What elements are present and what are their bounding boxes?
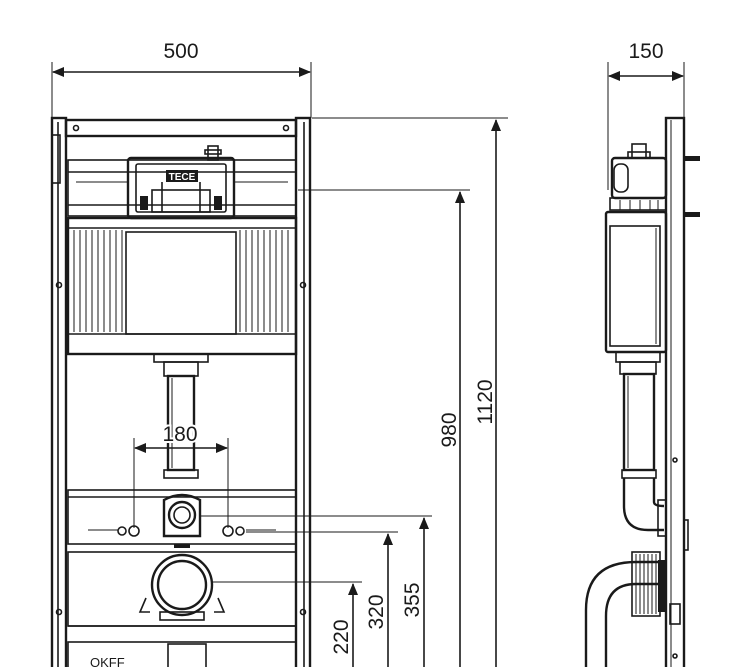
side-drain-bend bbox=[584, 551, 666, 667]
flush-actuator: TECE bbox=[126, 156, 236, 220]
width-dimension-label: 500 bbox=[163, 40, 198, 63]
height-dimension-980: 980 bbox=[438, 191, 465, 667]
width-dimension: 500 bbox=[51, 40, 312, 118]
frame bbox=[50, 116, 312, 672]
side-view: 150 bbox=[584, 40, 700, 672]
depth-dimension: 150 bbox=[607, 40, 685, 190]
cistern-body bbox=[66, 216, 298, 356]
side-cistern bbox=[604, 143, 668, 354]
brand-logo: TECE bbox=[169, 172, 196, 183]
front-view: 500 bbox=[50, 40, 508, 672]
extension-lines bbox=[200, 117, 508, 583]
depth-dimension-label: 150 bbox=[628, 40, 663, 63]
height-outlet-label: 220 bbox=[330, 619, 353, 654]
height-dimension-1120: 1120 bbox=[474, 119, 501, 667]
drain-spacing-label: 180 bbox=[162, 423, 197, 446]
side-flush-pipe bbox=[615, 351, 667, 537]
drain-spacing-dimension: 180 bbox=[133, 421, 229, 528]
flush-pipe bbox=[153, 353, 209, 479]
height-total-label: 1120 bbox=[474, 379, 497, 424]
height-dimension-355: 355 bbox=[401, 517, 429, 667]
cistern: TECE bbox=[67, 145, 297, 220]
height-cistern-label: 980 bbox=[438, 412, 461, 447]
height-bolts-label: 355 bbox=[401, 582, 424, 617]
floor-label: OKFF bbox=[90, 655, 125, 667]
height-dimension-220: 220 bbox=[330, 583, 358, 667]
height-drain-label: 320 bbox=[365, 594, 388, 629]
mounting-rail bbox=[67, 489, 297, 548]
drain-outlet: OKFF bbox=[67, 551, 297, 672]
side-frame bbox=[664, 116, 700, 672]
height-dimension-320: 320 bbox=[365, 533, 393, 667]
